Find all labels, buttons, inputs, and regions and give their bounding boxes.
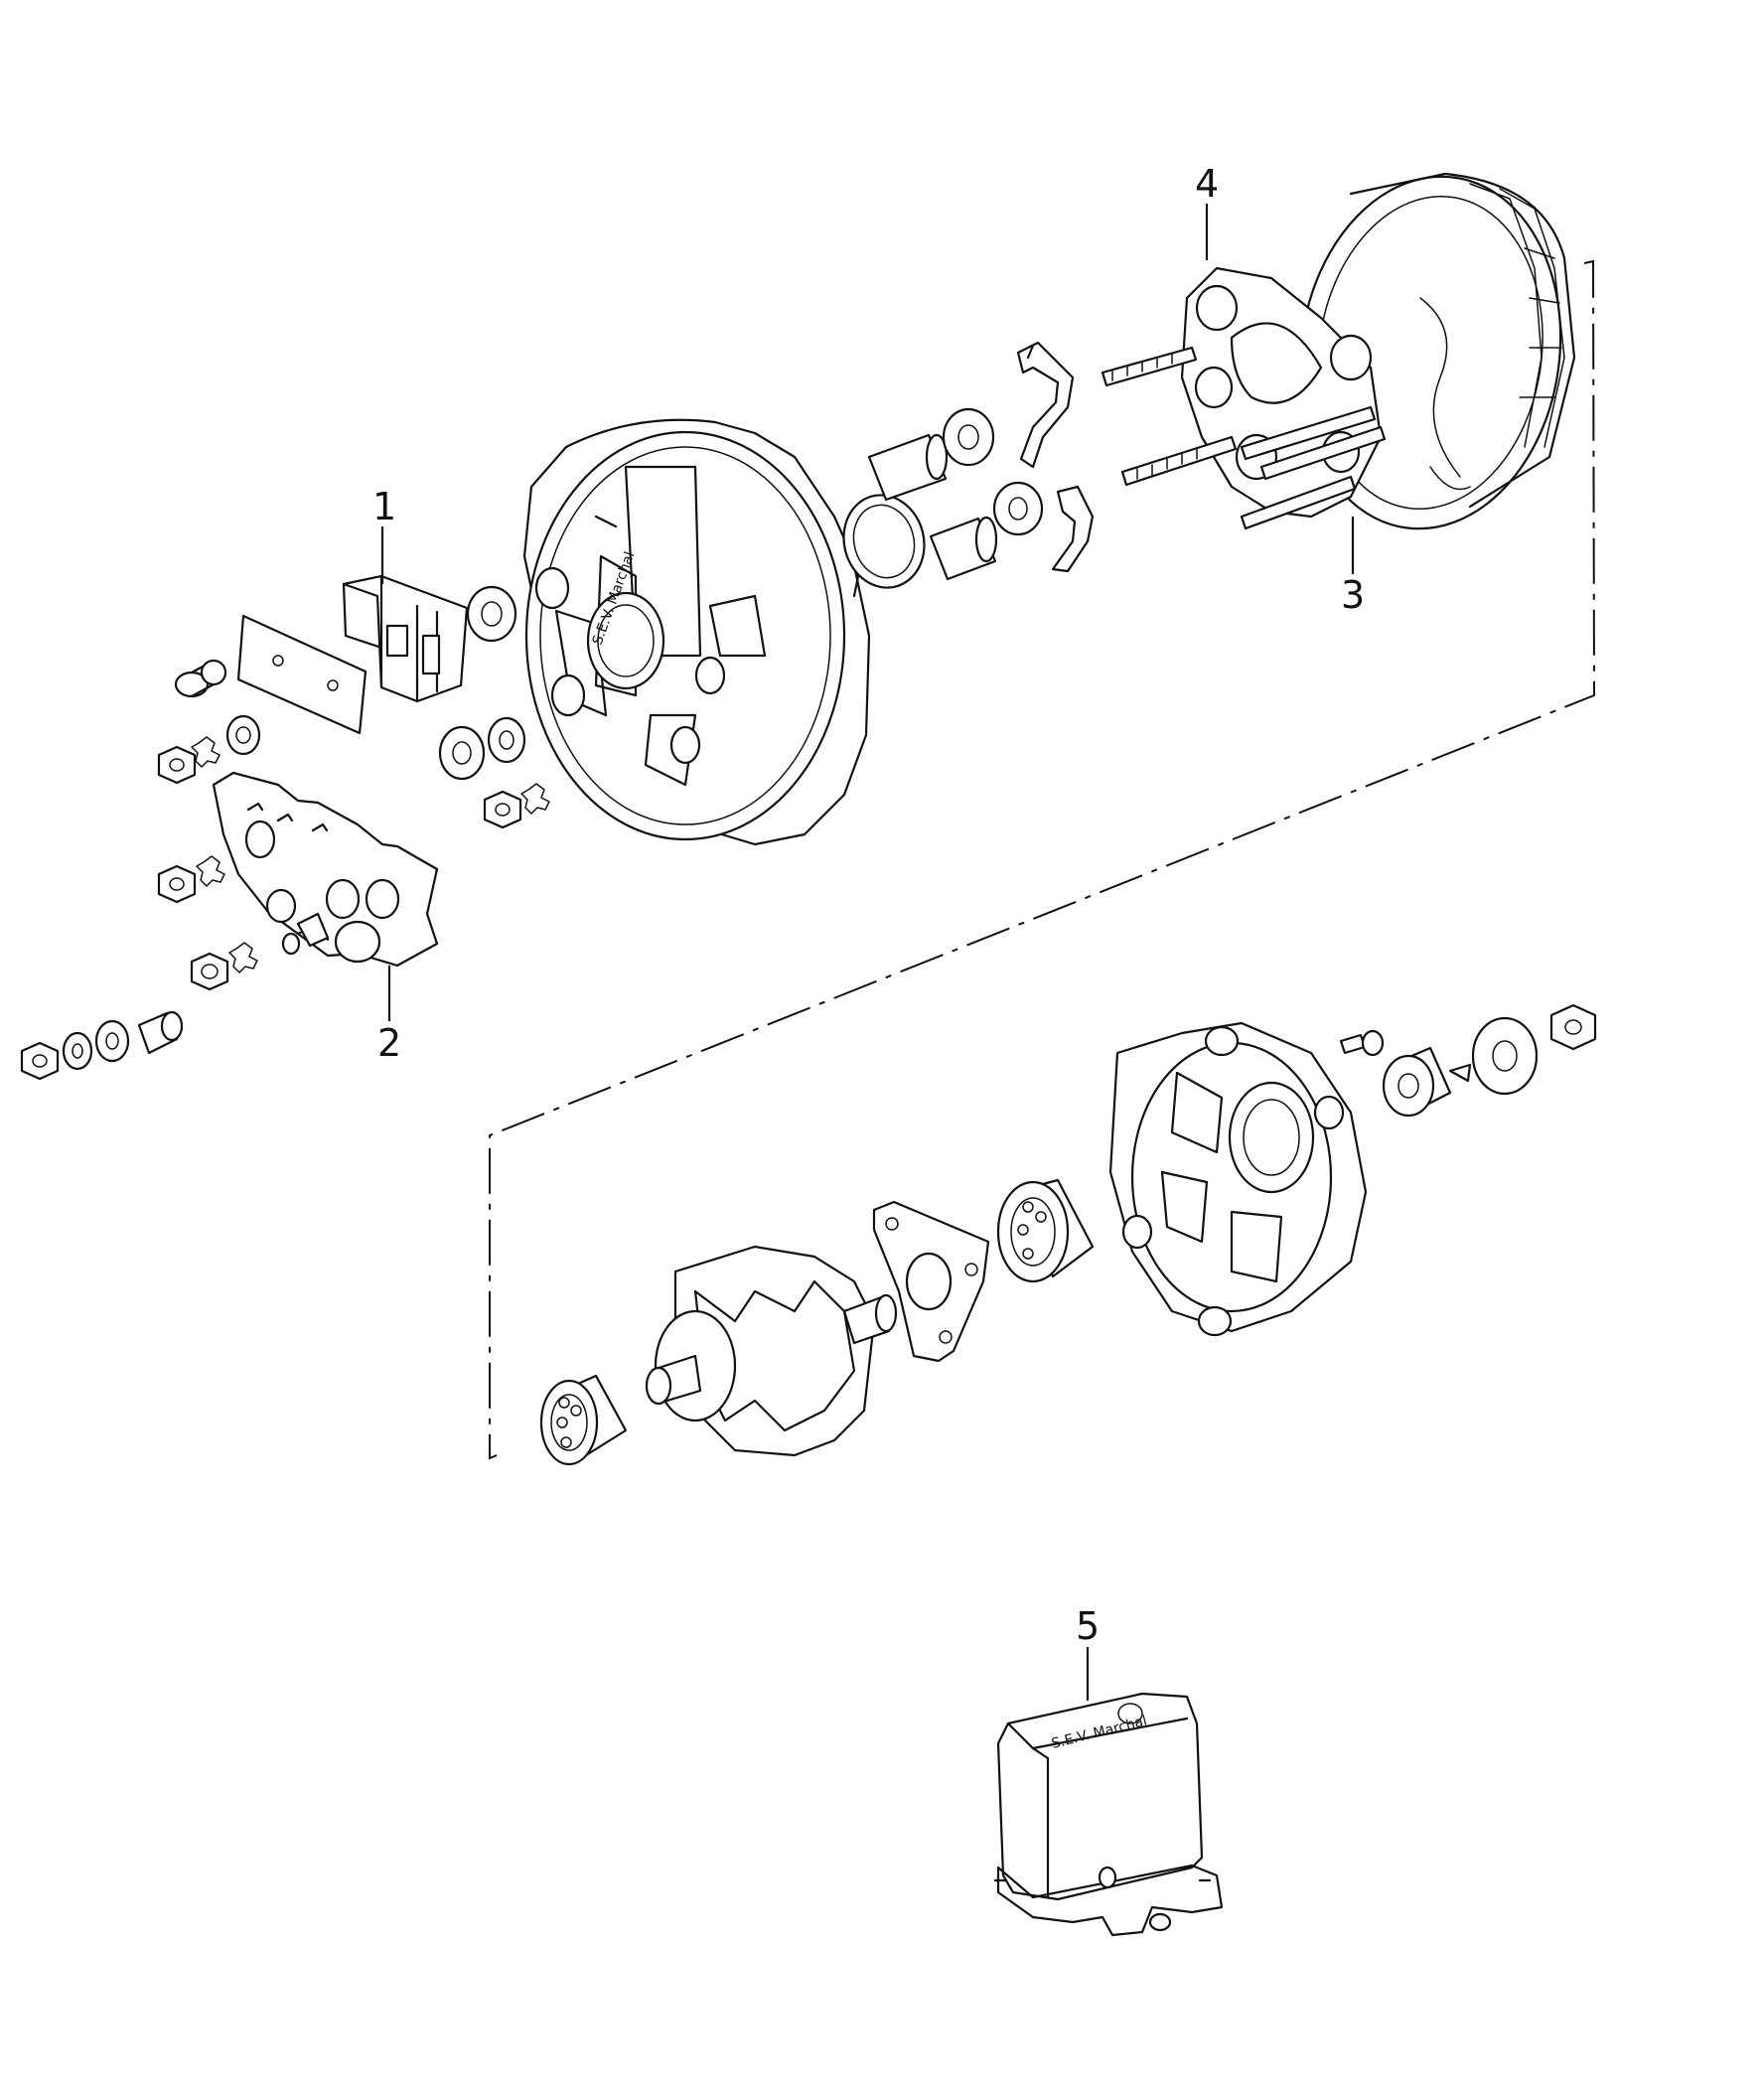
small-hardware-group xyxy=(20,574,550,1081)
svg-text:4: 4 xyxy=(1195,162,1219,206)
slip-ring-end-housing: S.E.V. Marchal xyxy=(522,418,871,846)
callout-2: 2 xyxy=(377,966,401,1065)
brush-holder xyxy=(342,574,469,703)
pulley-hardware xyxy=(1339,1003,1597,1118)
terminal-hardware-row xyxy=(20,1010,184,1081)
brush-cover-screw xyxy=(174,659,227,698)
callout-4: 4 xyxy=(1195,162,1219,260)
washer-stack-center xyxy=(438,585,550,829)
brush-cover-plate xyxy=(236,614,368,735)
hex-nut xyxy=(157,864,197,904)
drive-end-bearing xyxy=(996,1178,1095,1283)
terminal-clips xyxy=(1016,341,1095,573)
svg-text:2: 2 xyxy=(377,1021,401,1065)
callout-5: 5 xyxy=(1076,1604,1100,1701)
svg-text:3: 3 xyxy=(1341,573,1365,617)
assembly-group-frame xyxy=(489,259,1596,1460)
gasket-ring xyxy=(842,494,926,589)
hex-nut xyxy=(157,745,197,785)
svg-text:1: 1 xyxy=(372,485,396,528)
heat-sink-diode-carrier xyxy=(1101,266,1387,530)
rotor-bearing-small xyxy=(539,1374,628,1466)
insulating-bushings xyxy=(867,407,1044,581)
voltage-regulator: S.E.V. Marchal xyxy=(993,1692,1224,1937)
rotor xyxy=(645,1245,898,1457)
rectifier-diode-plate xyxy=(212,771,439,968)
callout-3: 3 xyxy=(1341,517,1365,617)
bearing-retainer-plate xyxy=(872,1200,990,1363)
drive-end-housing xyxy=(1108,1021,1368,1337)
callout-1: 1 xyxy=(372,485,396,584)
washer-stack-left xyxy=(157,714,261,785)
hex-nut xyxy=(190,952,229,991)
svg-text:5: 5 xyxy=(1076,1604,1100,1648)
